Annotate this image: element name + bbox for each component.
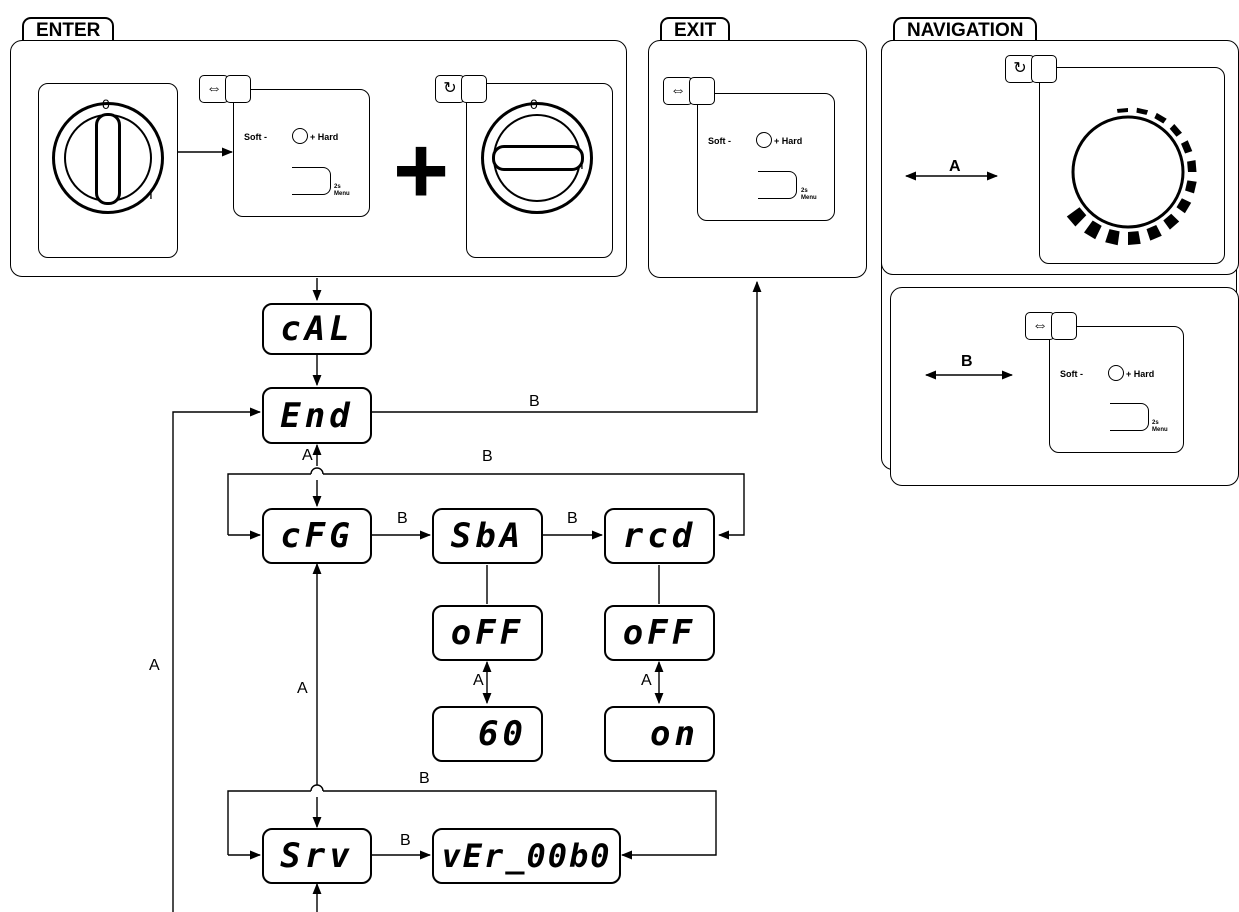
hand-press-icon-2 xyxy=(689,77,715,105)
nav-label-b: B xyxy=(961,353,973,370)
hand-press-icon-3 xyxy=(1051,312,1077,340)
display-end: End xyxy=(262,387,372,444)
navigation-title: NAVIGATION xyxy=(907,20,1024,41)
label-cfg-loop: B xyxy=(482,448,493,465)
arrows-horizontal-icon-3: ⇔ xyxy=(1025,312,1055,340)
hard-label-2: + Hard xyxy=(774,136,803,146)
adjust-knob-icon-3[interactable] xyxy=(1108,365,1124,381)
exit-tab: EXIT xyxy=(660,17,731,41)
main-switch-off-card: 0 I xyxy=(38,83,178,258)
main-switch-on[interactable] xyxy=(481,102,593,214)
dial-tick xyxy=(1176,198,1192,214)
display-version: vEr_00b0 xyxy=(432,828,621,884)
dial-tick xyxy=(1187,160,1197,172)
display-cfg: cFG xyxy=(262,508,372,564)
arc-force-button-2[interactable] xyxy=(758,171,797,199)
label-end-exit: B xyxy=(529,393,540,410)
label-left-loop: A xyxy=(149,657,160,674)
dial-tick xyxy=(1116,108,1128,113)
rotate-icon-nav: ↻ xyxy=(1005,55,1035,83)
switch-label-0: 0 xyxy=(102,96,110,112)
dial-tick xyxy=(1128,231,1141,245)
enter-tab: ENTER xyxy=(22,17,115,41)
soft-label: Soft - xyxy=(244,132,268,142)
adjust-knob-icon-2[interactable] xyxy=(756,132,772,148)
hard-label-3: + Hard xyxy=(1126,369,1155,379)
main-switch-on-card: 0 I xyxy=(466,83,613,258)
rotate-icon: ↻ xyxy=(435,75,465,103)
display-cal: cAL xyxy=(262,303,372,355)
label-sba-rcd: B xyxy=(567,510,578,527)
switch-lever-vertical xyxy=(95,113,121,205)
soft-label-2: Soft - xyxy=(708,136,732,146)
dial-tick xyxy=(1154,112,1167,124)
label-srv-loop: B xyxy=(419,770,430,787)
dial-tick xyxy=(1181,140,1193,154)
rotary-dial[interactable] xyxy=(1066,107,1197,246)
dial-tick xyxy=(1185,180,1197,194)
hand-turn-icon xyxy=(461,75,487,103)
label-cfg-srv: A xyxy=(297,680,308,697)
display-sba: SbA xyxy=(432,508,543,564)
switch-lever-horizontal xyxy=(492,145,584,171)
arc-force-button[interactable] xyxy=(292,167,331,195)
display-sba-off: oFF xyxy=(432,605,543,661)
label-end-cfg: A xyxy=(302,447,313,464)
hand-press-icon xyxy=(225,75,251,103)
display-rcd-off: oFF xyxy=(604,605,715,661)
navigation-tab: NAVIGATION xyxy=(893,17,1038,41)
enter-title: ENTER xyxy=(36,20,101,41)
dial-tick xyxy=(1105,229,1120,246)
label-srv-ver: B xyxy=(400,832,411,849)
nav-label-a: A xyxy=(949,158,961,175)
dial-tick xyxy=(1169,124,1182,137)
switch-label-0b: 0 xyxy=(530,96,538,112)
hard-label: + Hard xyxy=(310,132,339,142)
label-sba-toggle: A xyxy=(473,672,484,689)
soft-label-3: Soft - xyxy=(1060,369,1084,379)
exit-title: EXIT xyxy=(674,20,717,41)
adjust-knob-icon[interactable] xyxy=(292,128,308,144)
label-rcd-toggle: A xyxy=(641,672,652,689)
display-sba-60: 60 xyxy=(432,706,543,762)
switch-label-1b: I xyxy=(580,156,584,172)
dial-tick xyxy=(1066,207,1087,227)
arrows-horizontal-icon: ⇔ xyxy=(199,75,229,103)
dial-tick xyxy=(1136,107,1149,115)
dial-tick xyxy=(1146,225,1162,241)
hand-turn-icon-nav xyxy=(1031,55,1057,83)
arc-force-button-3[interactable] xyxy=(1110,403,1149,431)
dial-tick xyxy=(1163,213,1180,230)
display-rcd-on: on xyxy=(604,706,715,762)
plus-icon: + xyxy=(393,117,450,224)
main-switch-off[interactable] xyxy=(52,102,164,214)
display-srv: Srv xyxy=(262,828,372,884)
switch-label-1: I xyxy=(149,186,153,202)
dial-tick xyxy=(1084,220,1102,240)
label-cfg-sba: B xyxy=(397,510,408,527)
display-rcd: rcd xyxy=(604,508,715,564)
